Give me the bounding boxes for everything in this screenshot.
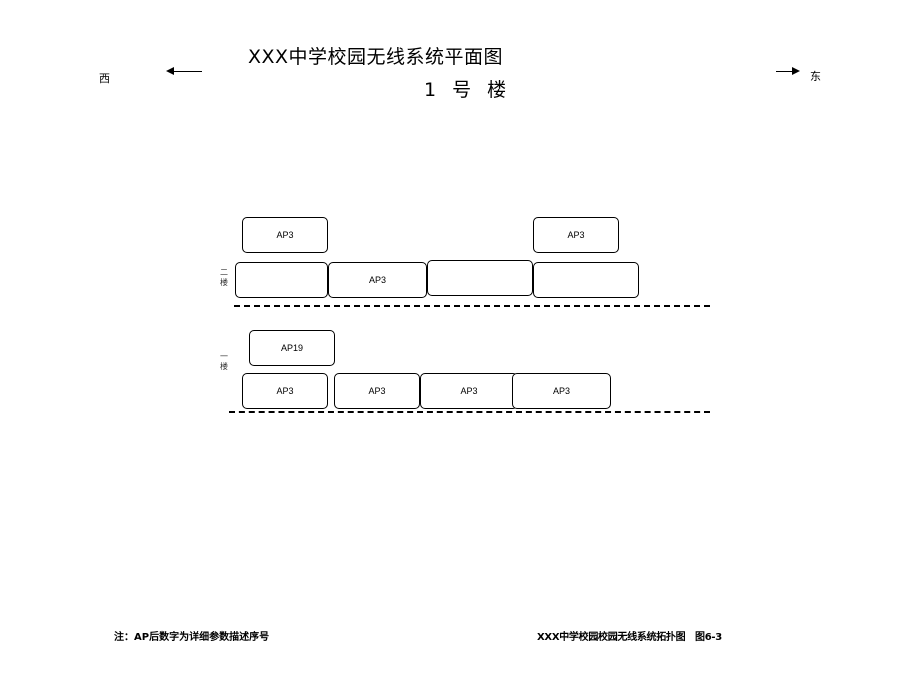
room-ap-second-top-1: AP3 [242, 217, 328, 253]
room-first-1: AP3 [242, 373, 328, 409]
room-second-3 [427, 260, 533, 296]
footer-caption: XXX中学校园校园无线系统拓扑图 图6-3 [537, 632, 722, 643]
room-second-4 [533, 262, 639, 298]
floor-label-second: 二 楼 [220, 268, 228, 287]
room-second-1 [235, 262, 328, 298]
building-title: 1 号 楼 [424, 79, 507, 101]
east-arrow-icon [776, 66, 800, 76]
floor-divider-first [229, 411, 710, 413]
floor-label-first: 一 楼 [220, 352, 228, 371]
west-label: 西 [99, 72, 110, 85]
room-second-2: AP3 [328, 262, 427, 298]
floor-divider-second [234, 305, 710, 307]
room-ap-first-top-1: AP19 [249, 330, 335, 366]
room-ap-second-top-2: AP3 [533, 217, 619, 253]
room-first-2: AP3 [334, 373, 420, 409]
diagram-title: XXX中学校园无线系统平面图 [248, 46, 504, 68]
west-arrow-icon [166, 66, 204, 76]
east-label: 东 [810, 70, 821, 83]
room-first-4: AP3 [512, 373, 611, 409]
room-first-3: AP3 [420, 373, 518, 409]
footer-note: 注：AP后数字为详细参数描述序号 [114, 632, 270, 643]
